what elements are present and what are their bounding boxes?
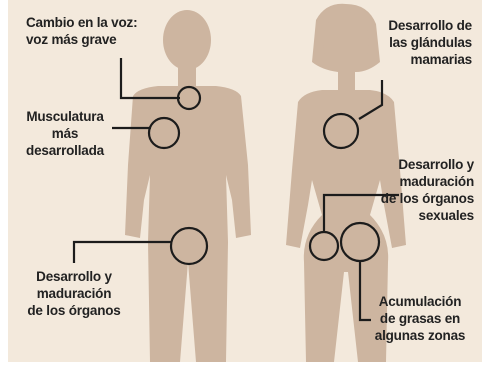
organs-female-right-circle	[339, 221, 381, 263]
voice-leader-line	[119, 58, 180, 100]
organs-female-left-circle	[308, 230, 340, 262]
label-fat: Acumulación de grasas en algunas zonas	[374, 294, 466, 343]
organs-female-leader-line	[322, 193, 399, 233]
voice-marker-circle	[176, 85, 202, 111]
female-silhouette	[286, 3, 406, 362]
label-mammary: Desarrollo de las glándulas mamarias	[388, 18, 472, 67]
fat-leader-line	[358, 262, 371, 322]
organs-male-leader-line	[72, 240, 171, 263]
label-muscles: Musculatura más desarrollada	[26, 109, 104, 158]
label-organs-male: Desarrollo y maduración de los órganos	[27, 269, 121, 318]
mammary-marker-circle	[322, 112, 360, 150]
organs-male-marker-circle	[169, 226, 209, 266]
label-organs-female: Desarrollo y maduración de los órganos s…	[380, 157, 474, 223]
diagram-stage: Cambio en la voz: voz más grave Musculat…	[8, 0, 482, 362]
male-silhouette	[125, 10, 251, 362]
male-annotations	[72, 58, 209, 266]
mammary-leader-line	[358, 80, 384, 120]
label-voice: Cambio en la voz: voz más grave	[26, 15, 138, 47]
female-annotations	[308, 80, 399, 322]
body-diagram	[72, 3, 406, 362]
muscles-marker-circle	[147, 116, 181, 150]
